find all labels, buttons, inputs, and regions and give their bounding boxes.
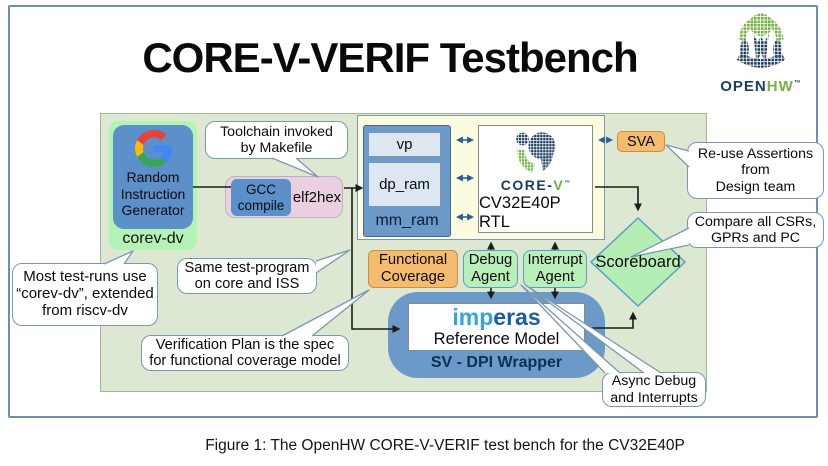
openhw-logo-icon <box>736 13 786 68</box>
imperas-logo: imperas <box>452 303 541 330</box>
callout-async-debug: Async Debug and Interrupts <box>602 372 706 407</box>
scoreboard-diamond-label: Scoreboard <box>595 253 681 271</box>
cv32e40p-rtl-box: CORE-V™ CV32E40P RTL <box>478 125 593 233</box>
reference-model-box: imperas Reference Model <box>408 303 585 351</box>
sv-dpi-wrapper-label: SV - DPI Wrapper <box>430 354 563 371</box>
elf2hex-label: elf2hex <box>292 188 342 206</box>
callout-same-test-program: Same test-program on core and ISS <box>177 258 317 294</box>
page-title: CORE-V-VERIF Testbench <box>142 34 638 81</box>
diagram-frame <box>8 5 818 418</box>
openhw-logo: OPENHW™ <box>702 10 820 95</box>
random-instruction-generator-box: Random Instruction Generator <box>113 125 193 229</box>
debug-agent-box: Debug Agent <box>463 250 518 288</box>
core-v-logo-icon <box>515 132 555 173</box>
functional-coverage-box: Functional Coverage <box>368 250 458 288</box>
callout-most-test-runs: Most test-runs use “corev-dv”, extended … <box>12 263 158 326</box>
openhw-wordmark: OPENHW™ <box>720 78 802 95</box>
callout-compare-csrs: Compare all CSRs, GPRs and PC <box>687 212 824 248</box>
random-instruction-generator-label: Random Instruction Generator <box>120 169 186 219</box>
interrupt-agent-box: Interrupt Agent <box>523 250 587 288</box>
mm-ram-label: mm_ram <box>375 212 439 229</box>
cv32e40p-rtl-label: CV32E40P RTL <box>479 194 561 231</box>
vp-box: vp <box>368 132 441 157</box>
corev-dv-label: corev-dv <box>122 230 184 247</box>
dp-ram-box: dp_ram <box>368 162 441 207</box>
callout-toolchain: Toolchain invoked by Makefile <box>205 121 348 159</box>
gcc-compile-box: GCC compile <box>231 179 291 216</box>
callout-verification-plan: Verification Plan is the spec for functi… <box>141 335 349 371</box>
reference-model-label: Reference Model <box>433 329 560 348</box>
sva-box: SVA <box>617 131 665 152</box>
callout-reuse-assertions: Re-use Assertions from Design team <box>687 142 824 199</box>
core-v-wordmark: CORE-V™ <box>500 177 571 193</box>
google-logo-icon <box>134 130 172 167</box>
figure-caption: Figure 1: The OpenHW CORE-V-VERIF test b… <box>205 437 685 454</box>
